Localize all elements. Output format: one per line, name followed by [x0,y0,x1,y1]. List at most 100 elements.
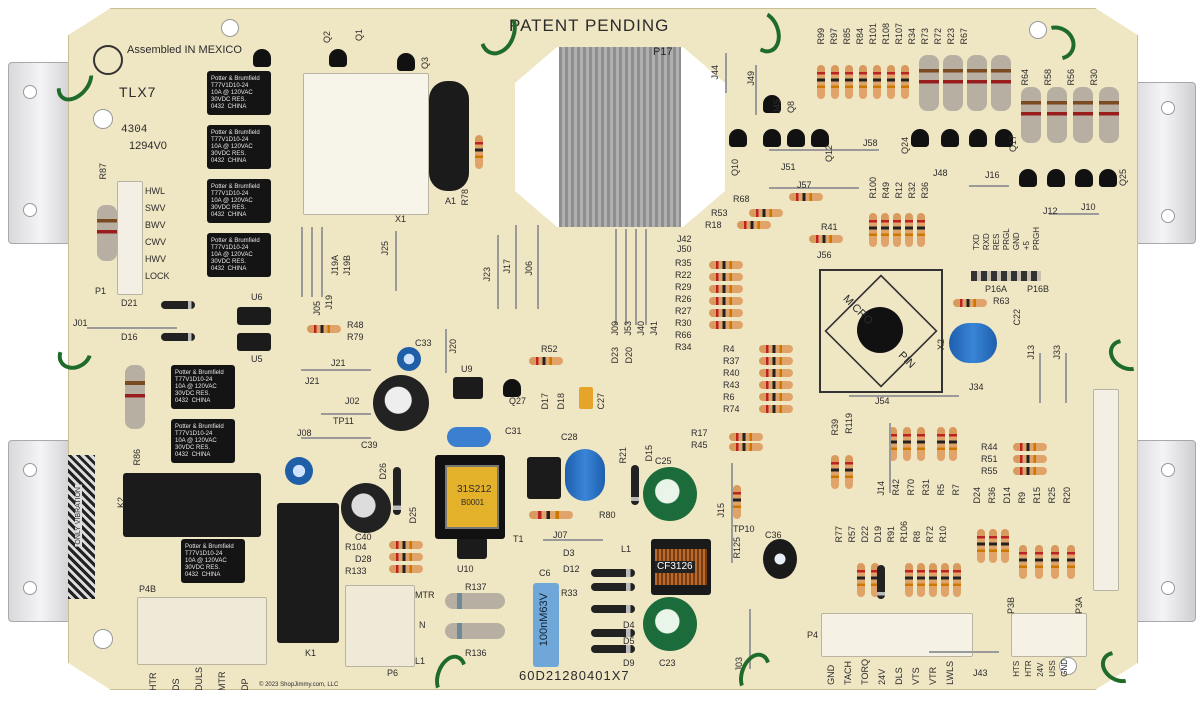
vibration-strip: ONLY VIBRATION [68,455,95,599]
patent-pending-text: PATENT PENDING [509,16,670,35]
ref-label: U6 [251,292,263,302]
transistor-q17 [995,129,1013,147]
ref-label: D15 [644,445,654,462]
header-pin-label: PRGL [1002,228,1011,251]
resistor [709,321,743,329]
header-pin-label: PRGH [1032,227,1041,251]
resistor [759,381,793,389]
ref-label: R125 [732,537,742,559]
resistor [903,427,911,461]
resistor [917,213,925,247]
micro-side-ref-labels: R4 R37 R40 R43 R6 R74 [723,345,740,414]
ref-label: J48 [933,168,948,178]
ref-label: R31 [921,479,931,496]
ref-label: P3B [1006,597,1016,615]
resistor [901,65,909,99]
ref-label: R36 [987,487,997,504]
ref-label: C31 [505,426,522,436]
jumper-wire [321,413,371,415]
ref-label: C25 [655,456,672,466]
ref-label: P6 [387,668,399,678]
jumper-wire [635,229,637,325]
wirewound-resistor-r137 [445,593,505,609]
resistor [859,65,867,99]
ref-label: P16B [1027,284,1050,294]
transformer-text: B0001 [461,498,485,507]
ribbon-cable-window [515,47,725,227]
power-resistor [1021,87,1041,143]
resistor [929,563,937,597]
transistor [811,129,829,147]
ref-label: R84 [855,28,865,45]
p1-label: SWV [145,203,166,213]
relay-k7: Potter & Brumfield T77V1D10-24 10A @ 120… [207,125,271,169]
ref-label: C39 [361,440,378,450]
ref-label: D9 [623,658,635,668]
transistor-q2 [329,49,347,67]
ref-label: P4 [807,630,819,640]
wirewound-resistor-r136 [445,623,505,639]
ref-label: R55 [981,466,998,476]
p4-label: VTS [911,667,921,685]
ref-label: J25 [380,241,390,256]
resistor [831,455,839,489]
resistor [749,209,783,217]
mount-hole [1161,463,1175,477]
bottom-right-ref-labels: R77 R57 D22 D19 R91 R106 R8 R72 R10 [834,521,948,543]
ref-label: R26 [675,294,692,304]
resistor [831,65,839,99]
ref-label: D12 [563,564,580,574]
ref-label: P4B [139,584,157,594]
p4-label: VTR [928,666,938,685]
ref-label: J42 [677,234,692,244]
ref-label: R30 [1089,69,1099,86]
ref-label: R43 [723,380,740,390]
p3-label: USS [1048,660,1057,677]
ref-label: Q17 [1008,135,1018,153]
ref-label: Q12 [824,145,834,163]
transistor-q1 [253,49,271,67]
p4-label: 24V [877,668,887,685]
top-right-ref-labels: R99 R97 R85 R84 R101 R108 R107 R34 R73 R… [816,23,969,45]
ref-label: J50 [677,244,692,254]
mount-hole [1161,209,1175,223]
power-resistor [97,205,117,261]
vibration-label: ONLY VIBRATION [75,485,82,547]
ref-label: R136 [465,648,487,658]
resistor [737,221,771,229]
jumper-wire [497,235,499,309]
board-hole [93,629,113,649]
ref-label: J53 [623,321,633,336]
relay-k2 [123,473,261,537]
ref-label: R45 [691,440,708,450]
transistor-q24 [911,129,929,147]
diode [591,569,635,577]
ref-label: R106 [899,521,909,543]
ref-label: R104 [345,542,367,552]
mount-hole [1161,581,1175,595]
program-header [971,271,1041,281]
jumper-wire [929,651,999,653]
ref-label: J19B [342,255,352,276]
p3-label: HTR [1024,660,1033,677]
jumper-wire [321,227,323,297]
ref-label: R53 [711,208,728,218]
p4-label: DLS [894,667,904,685]
jumper-wire [301,437,371,439]
ref-label: R63 [993,296,1010,306]
ref-label: J58 [863,138,878,148]
ref-label: P1 [95,286,107,296]
resistor [307,325,341,333]
ref-label: C22 [1012,309,1022,326]
left-top-bracket [8,62,74,244]
part-number-text: 60D21280401X7 [519,668,630,683]
p3-label: HTS [1012,660,1021,677]
resistor [1051,545,1059,579]
resistor [759,357,793,365]
ref-label: N [419,620,426,630]
ref-label: R67 [959,28,969,45]
resistor [529,357,563,365]
ref-label: J05 [312,301,322,316]
capacitor-c27 [579,387,593,409]
ref-label: R57 [847,526,857,543]
